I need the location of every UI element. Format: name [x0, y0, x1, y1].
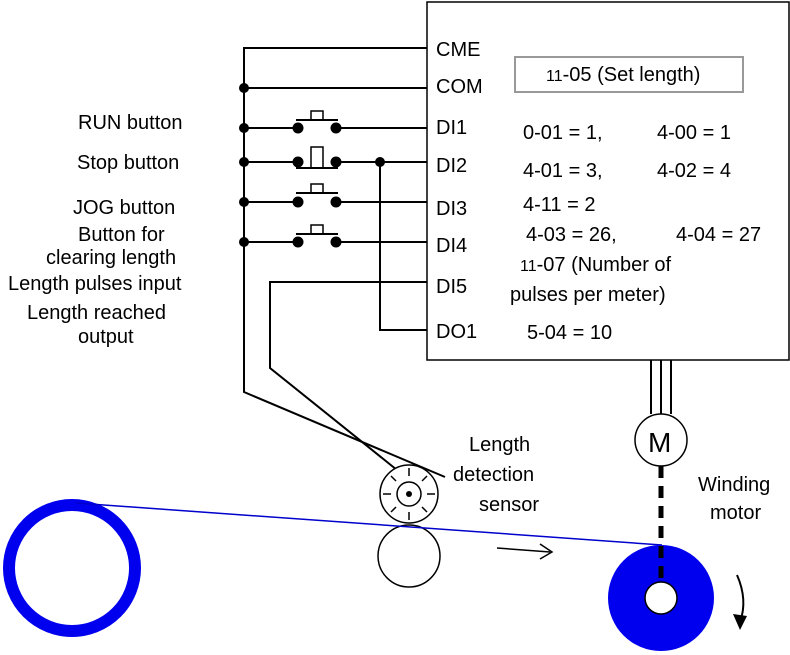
clear-length-push-button: [292, 224, 342, 248]
terminal-di4: DI4: [436, 235, 467, 257]
label-jog-button: JOG button: [73, 197, 175, 219]
terminal-do1: DO1: [436, 321, 477, 343]
param-5-04: 5-04 = 10: [527, 322, 612, 344]
param-4-01: 4-01 = 3,: [523, 160, 603, 182]
label-clear-button-2: clearing length: [46, 247, 176, 269]
terminal-di2: DI2: [436, 155, 467, 177]
sensor-label-3: sensor: [479, 494, 539, 516]
set-length-text: 11-05 (Set length): [546, 64, 700, 86]
terminal-com: COM: [436, 76, 483, 98]
param-4-02: 4-02 = 4: [657, 160, 731, 182]
param-4-04: 4-04 = 27: [676, 224, 761, 246]
sensor-label-2: detection: [453, 464, 534, 486]
terminal-cme: CME: [436, 39, 480, 61]
length-detection-sensor: [379, 464, 439, 524]
label-pulses-input: Length pulses input: [8, 273, 182, 295]
terminal-di5: DI5: [436, 276, 467, 298]
rotation-arrow: [733, 574, 747, 630]
param-4-03: 4-03 = 26,: [526, 224, 617, 246]
param-11-07: 11-07 (Number of: [520, 254, 672, 276]
param-4-11: 4-11 = 2: [523, 194, 595, 216]
sensor-label-1: Length: [469, 434, 530, 456]
param-4-00: 4-00 = 1: [657, 122, 731, 144]
param-pulses-per-meter: pulses per meter): [510, 284, 666, 306]
stop-push-button: [292, 146, 342, 169]
label-length-reached-2: output: [78, 326, 134, 348]
junction-dots: [239, 83, 385, 247]
wiring: [243, 47, 672, 478]
motor-label-2: motor: [710, 502, 761, 524]
motor-label-1: Winding: [698, 474, 770, 496]
run-push-button: [292, 110, 342, 134]
label-stop-button: Stop button: [77, 152, 179, 174]
controller-box: [426, 1, 790, 361]
param-0-01: 0-01 = 1,: [523, 122, 603, 144]
jog-push-button: [292, 183, 342, 208]
feed-direction-arrow: [496, 543, 554, 560]
unwind-roll: [3, 499, 141, 637]
winding-roll-hub: [644, 581, 678, 615]
material-line: [75, 502, 663, 546]
set-length-box: [514, 56, 744, 93]
label-run-button: RUN button: [78, 112, 183, 134]
motor-letter: M: [648, 427, 671, 458]
terminal-di3: DI3: [436, 198, 467, 220]
terminal-di1: DI1: [436, 117, 467, 139]
label-length-reached-1: Length reached: [27, 302, 166, 324]
pressure-roller: [377, 524, 441, 588]
label-clear-button-1: Button for: [78, 224, 165, 246]
